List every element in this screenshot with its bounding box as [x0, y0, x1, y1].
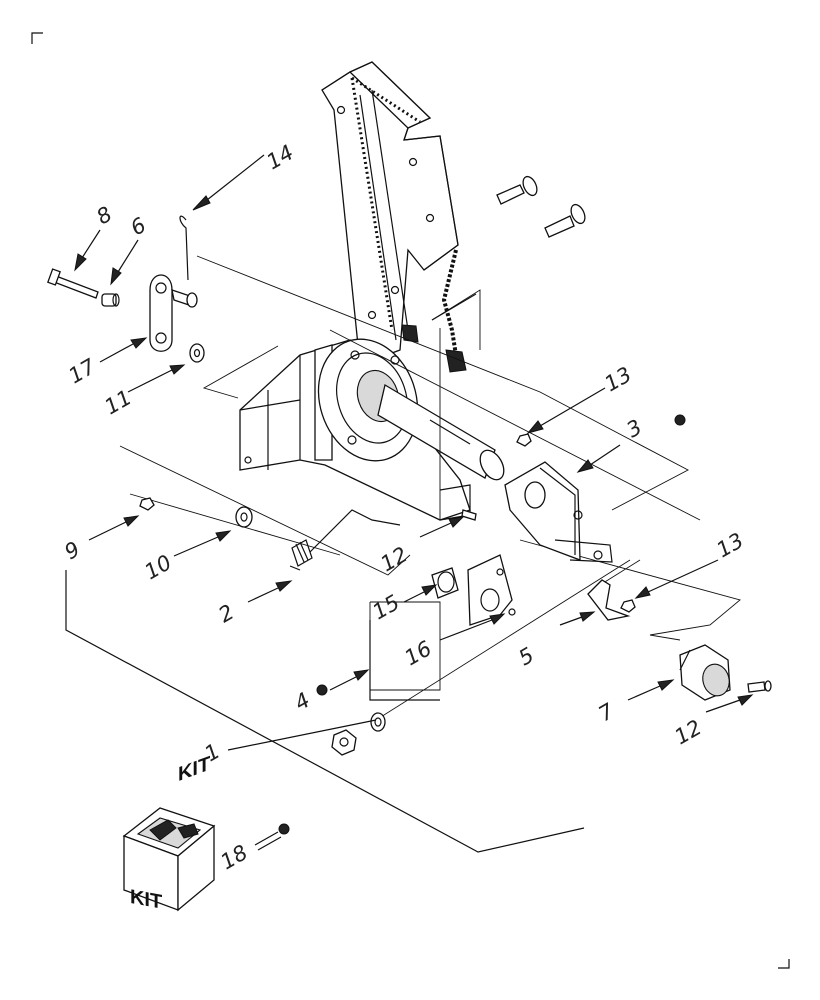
- carriage-bolt-upper: [496, 175, 538, 205]
- bolt-part-8: [47, 268, 99, 299]
- bushing-part-15: [431, 567, 459, 599]
- callout-4: 4: [291, 688, 315, 715]
- guide-lines: [119, 255, 741, 721]
- link-part-17: [149, 274, 173, 352]
- bullet-18: [278, 823, 290, 835]
- bearing-flange: [317, 338, 419, 462]
- equals-18: [254, 831, 282, 851]
- callout-13-upper: 13: [601, 362, 636, 396]
- carriage-bolt-lower: [544, 203, 586, 238]
- callout-12-lower: 12: [671, 715, 706, 749]
- nut-part-13-lower: [620, 599, 636, 613]
- callout-10: 10: [141, 550, 176, 584]
- washer-part-10: [235, 506, 253, 528]
- nut-part-4: [331, 729, 357, 756]
- nut-part-9: [139, 497, 155, 511]
- callout-16: 16: [401, 636, 436, 670]
- assembly-outline: [65, 570, 585, 853]
- bullet-3: [674, 414, 686, 426]
- screw-part-12-lower: [747, 680, 772, 693]
- callout-17: 17: [65, 354, 101, 388]
- group-bracket-4: [369, 620, 440, 701]
- callout-9: 9: [61, 537, 85, 564]
- callout-5: 5: [515, 643, 539, 670]
- washer-part-4: [370, 712, 386, 732]
- kit-label-right: KIT: [178, 752, 211, 786]
- callout-3: 3: [623, 415, 647, 442]
- kit-box: KIT KIT: [122, 752, 216, 914]
- chain: [401, 249, 467, 373]
- shaft: [377, 383, 505, 481]
- lock-part-7: [679, 644, 731, 701]
- bullet-4: [316, 684, 328, 696]
- bullet-markers: [254, 414, 686, 851]
- kit-label-left: KIT: [130, 886, 163, 914]
- callout-8: 8: [93, 202, 117, 229]
- bracket-part-3: [504, 461, 613, 563]
- washer-part-11: [189, 343, 205, 363]
- callout-12-upper: 12: [377, 542, 412, 576]
- leader-arrows: [74, 154, 754, 751]
- callout-14: 14: [263, 140, 298, 174]
- crop-mark-bottom-right: [778, 959, 790, 969]
- callout-15: 15: [369, 590, 404, 624]
- screw-part-12-upper: [461, 509, 477, 521]
- callout-7: 7: [595, 699, 619, 727]
- pin-part: [171, 289, 198, 308]
- spring-part-2: [289, 509, 401, 571]
- latch-part-5: [587, 579, 631, 621]
- callout-18: 18: [217, 840, 252, 874]
- upright-frame: [321, 61, 459, 366]
- clip-part-14: [179, 215, 189, 281]
- callout-6: 6: [127, 213, 151, 240]
- crop-mark-top-left: [31, 32, 43, 44]
- bushing-part-6: [101, 293, 120, 307]
- callout-13-lower: 13: [713, 528, 748, 562]
- plate-part-16: [467, 554, 516, 626]
- nut-part-13-upper: [516, 433, 532, 447]
- callout-2: 2: [215, 600, 239, 627]
